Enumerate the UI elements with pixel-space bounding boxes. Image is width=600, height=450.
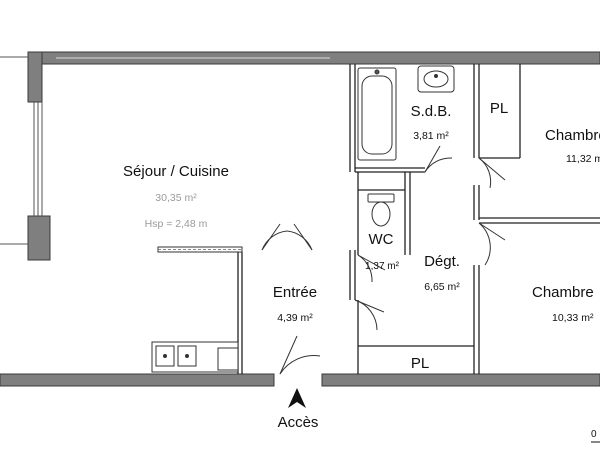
- scale-label: 0: [591, 429, 597, 440]
- chambre1-area: 11,32 m²: [566, 153, 600, 165]
- doors: [261, 145, 506, 375]
- wc-area: 1,37 m²: [365, 261, 400, 272]
- entree-area: 4,39 m²: [277, 312, 313, 324]
- chambre2-label: Chambre: [532, 284, 594, 301]
- access-arrow-icon: [288, 388, 306, 408]
- washbasin-icon: [417, 65, 455, 93]
- pl-bottom-label: PL: [411, 355, 429, 372]
- sejour-hsp: Hsp = 2,48 m: [145, 218, 208, 230]
- sejour-area: 30,35 m²: [155, 192, 197, 204]
- kitchen-sink-icon: [151, 341, 239, 373]
- bathtub-icon: [357, 67, 397, 161]
- entree-label: Entrée: [273, 284, 317, 301]
- sdb-label: S.d.B.: [411, 103, 452, 120]
- access-label: Accès: [278, 414, 319, 431]
- sejour-label: Séjour / Cuisine: [123, 163, 229, 180]
- exterior-walls: [0, 51, 600, 387]
- toilet-icon: [367, 193, 395, 227]
- degt-label: Dégt.: [424, 253, 460, 270]
- left-balcony: [0, 56, 43, 245]
- kitchen-counter: [157, 246, 243, 253]
- interior-walls: [237, 64, 600, 374]
- chambre2-area: 10,33 m²: [552, 312, 594, 324]
- sdb-area: 3,81 m²: [413, 130, 449, 142]
- wc-label: WC: [369, 231, 394, 248]
- degt-area: 6,65 m²: [424, 281, 460, 293]
- chambre1-label: Chambre: [545, 127, 600, 144]
- pl-top-label: PL: [490, 100, 508, 117]
